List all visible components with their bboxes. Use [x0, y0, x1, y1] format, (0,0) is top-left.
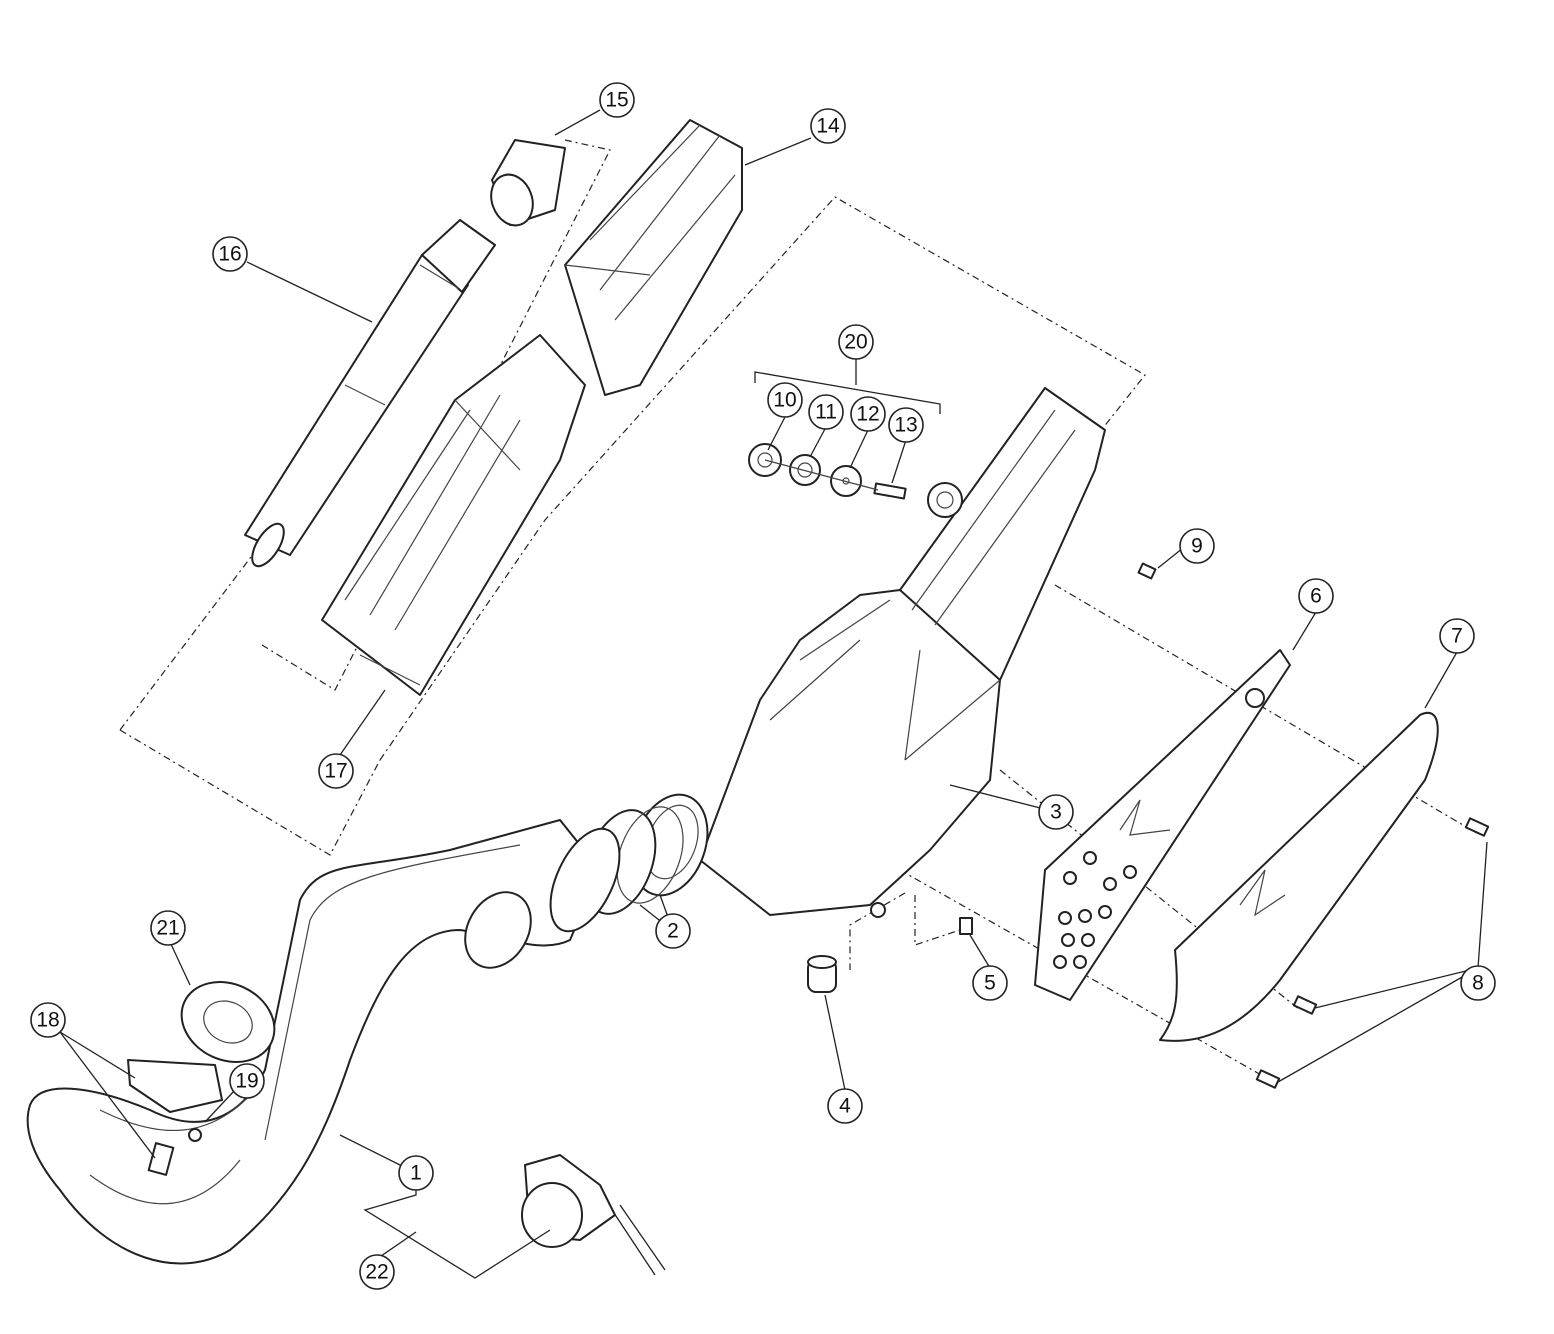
svg-text:10: 10 — [773, 389, 796, 412]
part-sensor — [521, 1154, 666, 1276]
callout-4: 4 — [827, 1088, 863, 1124]
svg-text:5: 5 — [984, 972, 996, 995]
callout-5: 5 — [972, 965, 1008, 1001]
callout-8: 8 — [1460, 965, 1496, 1001]
svg-text:8: 8 — [1472, 972, 1484, 995]
callout-1: 1 — [398, 1155, 434, 1191]
callout-22: 22 — [359, 1254, 395, 1290]
part-rubber-mount — [807, 917, 973, 993]
part-heat-shield — [1034, 649, 1291, 1001]
svg-text:2: 2 — [667, 920, 679, 943]
svg-text:11: 11 — [815, 401, 837, 424]
svg-text:22: 22 — [365, 1261, 388, 1284]
callout-15: 15 — [599, 82, 635, 118]
callout-21: 21 — [150, 910, 186, 946]
svg-text:17: 17 — [324, 760, 347, 783]
callout-20: 20 — [838, 324, 874, 360]
svg-text:3: 3 — [1050, 801, 1062, 824]
part-silencer-body — [321, 334, 586, 696]
svg-text:13: 13 — [894, 414, 917, 437]
callout-11: 11 — [808, 394, 844, 430]
part-washer-set — [748, 443, 907, 500]
part-outer-cover — [1159, 711, 1439, 1042]
svg-text:16: 16 — [218, 243, 241, 266]
part-screws — [1137, 562, 1490, 1089]
callout-16: 16 — [212, 236, 248, 272]
svg-text:6: 6 — [1310, 585, 1322, 608]
callout-6: 6 — [1298, 578, 1334, 614]
svg-text:7: 7 — [1451, 625, 1463, 648]
svg-text:18: 18 — [36, 1009, 59, 1032]
heat-shield-holes — [1053, 851, 1137, 969]
svg-text:14: 14 — [816, 115, 840, 138]
callout-2: 2 — [655, 913, 691, 949]
callout-14: 14 — [810, 108, 846, 144]
callout-17: 17 — [318, 753, 354, 789]
callout-7: 7 — [1439, 618, 1475, 654]
part-silencer-cap — [564, 119, 743, 396]
part-inner-pipe — [244, 219, 496, 568]
callout-19: 19 — [229, 1063, 265, 1099]
svg-text:20: 20 — [844, 331, 867, 354]
svg-text:12: 12 — [856, 403, 879, 426]
callout-13: 13 — [888, 407, 924, 443]
callout-12: 12 — [850, 396, 886, 432]
svg-text:4: 4 — [839, 1095, 851, 1118]
callout-10: 10 — [767, 382, 803, 418]
svg-text:15: 15 — [605, 89, 628, 112]
part-flange — [127, 981, 276, 1176]
part-sleeve — [490, 139, 566, 227]
svg-text:9: 9 — [1191, 535, 1203, 558]
callout-3: 3 — [1038, 794, 1074, 830]
callout-18: 18 — [30, 1002, 66, 1038]
svg-text:19: 19 — [235, 1070, 258, 1093]
callout-9: 9 — [1179, 528, 1215, 564]
svg-text:1: 1 — [410, 1162, 422, 1185]
svg-text:21: 21 — [156, 917, 179, 940]
part-muffler — [631, 387, 1106, 918]
